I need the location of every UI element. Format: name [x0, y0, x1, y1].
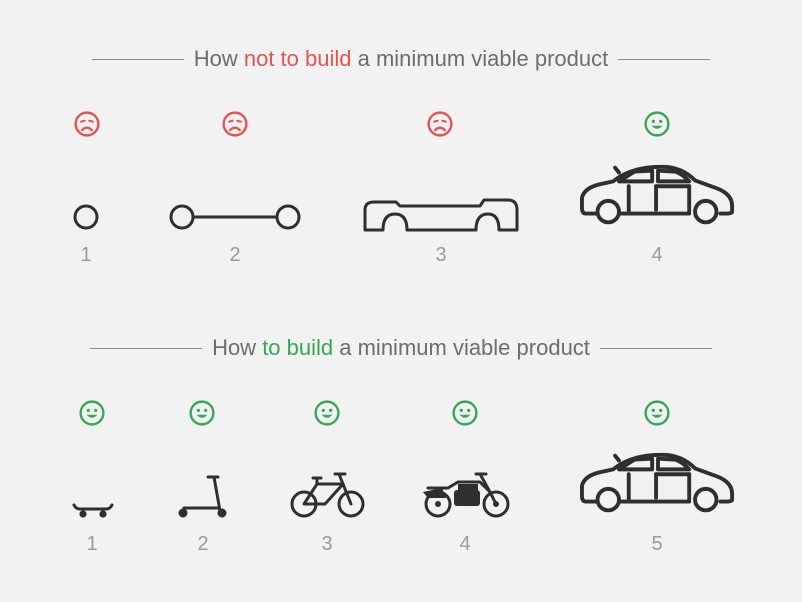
step-number: 1 — [80, 244, 92, 266]
heading-highlight-to-build: to build — [262, 335, 334, 360]
step-number: 1 — [86, 533, 98, 555]
motorcycle-icon — [423, 472, 510, 518]
sad-face-icon — [222, 111, 248, 137]
happy-face-icon — [79, 400, 105, 426]
car-icon — [580, 450, 736, 518]
heading-rule-right — [599, 347, 712, 349]
happy-face-icon — [644, 111, 670, 137]
heading-prefix: How — [212, 335, 263, 360]
skateboard-icon — [72, 503, 114, 518]
step-number: 2 — [229, 244, 241, 266]
axle-with-wheels-icon — [169, 204, 301, 230]
heading-suffix: a minimum viable product — [333, 335, 590, 360]
heading-suffix: a minimum viable product — [351, 46, 609, 71]
wheel-icon — [73, 204, 99, 230]
step-number: 3 — [321, 533, 333, 555]
sad-face-icon — [74, 111, 100, 137]
heading-prefix: How — [193, 46, 244, 71]
heading-highlight-not-to-build: not to build — [243, 46, 352, 71]
scooter-icon — [178, 475, 227, 518]
step-number: 3 — [435, 244, 447, 266]
car-chassis-icon — [363, 198, 519, 232]
heading-rule-left — [90, 347, 203, 349]
step-number: 2 — [197, 533, 209, 555]
heading-rule-right — [618, 58, 711, 60]
heading-text: How to build a minimum viable product — [202, 335, 600, 361]
car-icon — [580, 162, 736, 230]
bicycle-icon — [290, 472, 365, 518]
sad-face-icon — [427, 111, 453, 137]
happy-face-icon — [452, 400, 478, 426]
happy-face-icon — [314, 400, 340, 426]
heading-rule-left — [91, 58, 184, 60]
step-number: 5 — [651, 533, 663, 555]
heading-right-way: How to build a minimum viable product — [0, 335, 802, 361]
happy-face-icon — [189, 400, 215, 426]
step-number: 4 — [651, 244, 663, 266]
step-number: 4 — [459, 533, 471, 555]
happy-face-icon — [644, 400, 670, 426]
heading-text: How not to build a minimum viable produc… — [184, 46, 619, 72]
heading-wrong-way: How not to build a minimum viable produc… — [0, 46, 802, 72]
